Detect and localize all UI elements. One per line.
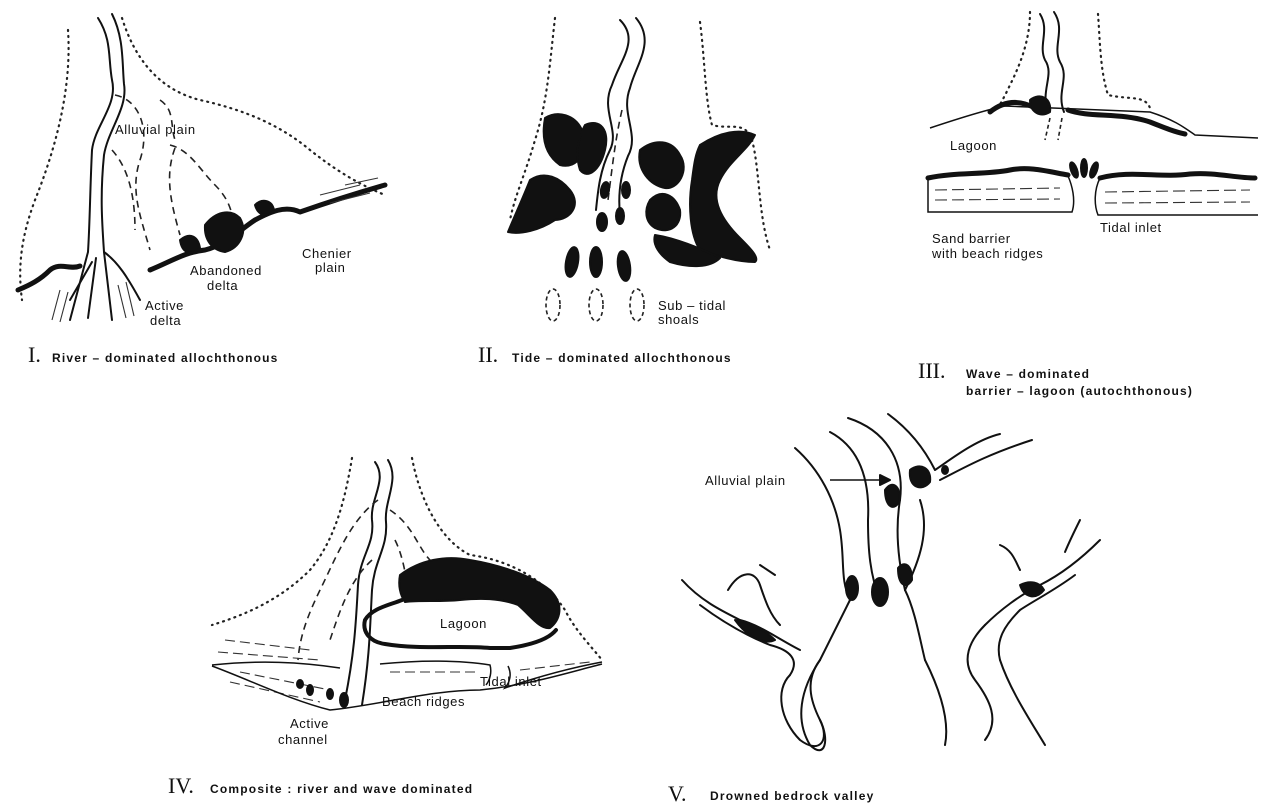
abandoned-delta-lobe-1 — [180, 236, 200, 253]
beach-ridges — [218, 640, 590, 702]
label-sand-barrier-line2: with beach ridges — [931, 246, 1043, 261]
river-channel-right-bank — [362, 460, 393, 705]
label-alluvial-plain: Alluvial plain — [705, 473, 786, 488]
tidal-marsh-right-lower — [690, 132, 756, 262]
tidal-channel-left-bank — [596, 20, 629, 210]
subtidal-shoals — [546, 289, 644, 321]
caption-drowned-bedrock-valley: Drowned bedrock valley — [710, 789, 874, 803]
panel-wave-dominated: Lagoon Tidal inlet Sand barrier with bea… — [918, 12, 1258, 398]
label-lagoon: Lagoon — [440, 616, 487, 631]
abandoned-delta-lobe-3 — [255, 201, 274, 215]
sand-barrier-right-crest — [1100, 174, 1255, 178]
abandoned-course-3 — [170, 145, 232, 215]
label-tidal-inlet: Tidal inlet — [480, 674, 542, 689]
label-sand-barrier-line1: Sand barrier — [932, 231, 1011, 246]
label-active-delta-line2: delta — [150, 313, 181, 328]
panel-numeral-v: V. — [668, 781, 687, 806]
lagoon-marsh-patch — [1030, 96, 1050, 114]
left-tributary-lower — [700, 605, 794, 675]
label-active-channel-line1: Active — [290, 716, 329, 731]
sand-barrier-left-outline — [928, 176, 1074, 212]
label-chenier-plain-line1: Chenier — [302, 246, 352, 261]
panel-numeral-iii: III. — [918, 358, 945, 383]
right-tributary-twig-1 — [1065, 520, 1080, 552]
valley-wall-left — [20, 30, 68, 300]
abandoned-course-2 — [112, 150, 135, 230]
trunk-valley-right-2 — [940, 440, 1032, 480]
label-beach-ridges: Beach ridges — [382, 694, 465, 709]
caption-wave-dominated-line2: barrier – lagoon (autochthonous) — [966, 384, 1193, 398]
panel-numeral-ii: II. — [478, 342, 498, 367]
tidal-marsh-center — [578, 123, 607, 174]
caption-tide-dominated: Tide – dominated allochthonous — [512, 351, 732, 365]
label-abandoned-delta-line2: delta — [207, 278, 238, 293]
label-subtidal-shoals-line2: shoals — [658, 312, 699, 327]
abandoned-course-4 — [170, 148, 180, 235]
alluvial-plain-arrowhead — [880, 475, 890, 485]
left-tributary-upper — [682, 580, 800, 650]
barrier-outline — [212, 661, 602, 688]
caption-river-dominated: River – dominated allochthonous — [52, 351, 279, 365]
river-channel-left-bank — [345, 462, 380, 700]
tidal-marsh-right-mid — [646, 194, 680, 230]
mainland-shoreline — [930, 106, 1258, 138]
panel-numeral-iv: IV. — [168, 773, 194, 798]
tidal-inlet-delta — [1068, 159, 1099, 179]
panel-river-dominated: Alluvial plain Abandoned delta Chenier p… — [18, 14, 385, 367]
flood-channel-1 — [1045, 118, 1050, 140]
valley-wall-right — [122, 18, 385, 195]
valley-wall-left — [995, 12, 1030, 112]
label-chenier-plain-line2: plain — [315, 260, 345, 275]
label-subtidal-shoals-line1: Sub – tidal — [658, 298, 726, 313]
label-active-delta-line1: Active — [145, 298, 184, 313]
trunk-valley-right-1 — [888, 414, 1000, 470]
flood-channel-2 — [1058, 118, 1062, 140]
river-channel-right-bank — [1054, 12, 1064, 112]
tidal-marsh-left-lower — [508, 175, 575, 232]
label-lagoon: Lagoon — [950, 138, 997, 153]
label-alluvial-plain: Alluvial plain — [115, 122, 196, 137]
sand-barrier-right-outline — [1095, 178, 1258, 215]
panel-composite: Lagoon Tidal inlet Beach ridges Active c… — [168, 458, 602, 798]
sand-barrier-left-crest — [928, 169, 1068, 178]
sediment-fills — [735, 466, 1044, 642]
right-tributary-twig-2 — [1000, 545, 1020, 570]
caption-wave-dominated-line1: Wave – dominated — [966, 367, 1090, 381]
panel-drowned-bedrock-valley: Alluvial plain V. Drowned bedrock valley — [668, 414, 1100, 806]
right-tributary-upper — [985, 540, 1100, 625]
label-active-channel-line2: channel — [278, 732, 328, 747]
right-embayment — [968, 625, 1045, 745]
panel-numeral-i: I. — [28, 342, 41, 367]
river-channel-right-bank — [102, 14, 125, 320]
abandoned-course-1 — [115, 95, 150, 250]
valley-wall-right — [1098, 14, 1150, 108]
tidal-marsh-right-upper — [639, 142, 683, 188]
estuary-left-shore — [820, 600, 850, 660]
label-tidal-inlet: Tidal inlet — [1100, 220, 1162, 235]
left-tributary-twig — [760, 565, 775, 575]
caption-composite: Composite : river and wave dominated — [210, 782, 473, 796]
coastline-left — [18, 266, 80, 290]
panel-tide-dominated: Sub – tidal shoals II. Tide – dominated … — [478, 18, 770, 367]
estuary-right-shore — [905, 590, 925, 660]
trunk-valley-left — [795, 448, 850, 600]
valley-wall-left — [212, 458, 352, 625]
label-abandoned-delta-line1: Abandoned — [190, 263, 262, 278]
beach-ridges — [935, 188, 1250, 203]
